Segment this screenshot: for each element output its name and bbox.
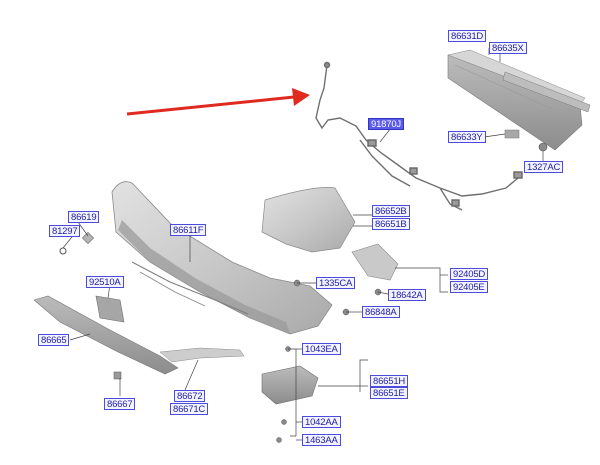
part-label-92405E[interactable]: 92405E — [450, 281, 488, 293]
part-label-86652B[interactable]: 86652B — [372, 205, 410, 217]
part-label-91870J[interactable]: 91870J — [368, 118, 404, 130]
side-marker-lamp — [351, 243, 399, 281]
part-label-86671C[interactable]: 86671C — [170, 403, 209, 415]
part-label-18642A[interactable]: 18642A — [388, 289, 426, 301]
reflector-cover — [261, 187, 356, 253]
part-label-86611F[interactable]: 86611F — [170, 224, 207, 236]
bumper-stay — [261, 365, 319, 405]
pointer-arrow — [126, 88, 310, 116]
part-label-86651B[interactable]: 86651B — [372, 218, 410, 230]
part-label-86667[interactable]: 86667 — [104, 398, 136, 410]
bumper-beam — [447, 49, 591, 151]
part-label-92405D[interactable]: 92405D — [450, 268, 489, 280]
part-label-1042AA[interactable]: 1042AA — [302, 416, 341, 428]
wiring-harness — [315, 61, 523, 211]
part-label-86665[interactable]: 86665 — [38, 334, 70, 346]
part-label-86651H[interactable]: 86651H — [370, 375, 409, 387]
license-bracket — [95, 295, 125, 323]
part-label-86631D[interactable]: 86631D — [448, 30, 487, 42]
lower-skid-plate — [33, 295, 179, 375]
part-label-86633Y[interactable]: 86633Y — [448, 131, 486, 143]
part-label-1043EA[interactable]: 1043EA — [302, 343, 341, 355]
part-label-86635X[interactable]: 86635X — [489, 42, 527, 54]
part-label-1327AC[interactable]: 1327AC — [524, 161, 564, 173]
leader-lines — [62, 42, 544, 441]
part-label-86672[interactable]: 86672 — [174, 390, 206, 402]
part-label-86619[interactable]: 86619 — [68, 211, 100, 223]
part-label-1463AA[interactable]: 1463AA — [302, 434, 341, 446]
bumper-cover — [111, 181, 333, 335]
bracket-trim — [159, 347, 245, 363]
part-label-1335CA[interactable]: 1335CA — [316, 277, 356, 289]
part-label-81297[interactable]: 81297 — [49, 225, 81, 237]
part-label-92510A[interactable]: 92510A — [86, 276, 124, 288]
part-label-86651E[interactable]: 86651E — [370, 387, 408, 399]
part-label-86848A[interactable]: 86848A — [362, 306, 400, 318]
